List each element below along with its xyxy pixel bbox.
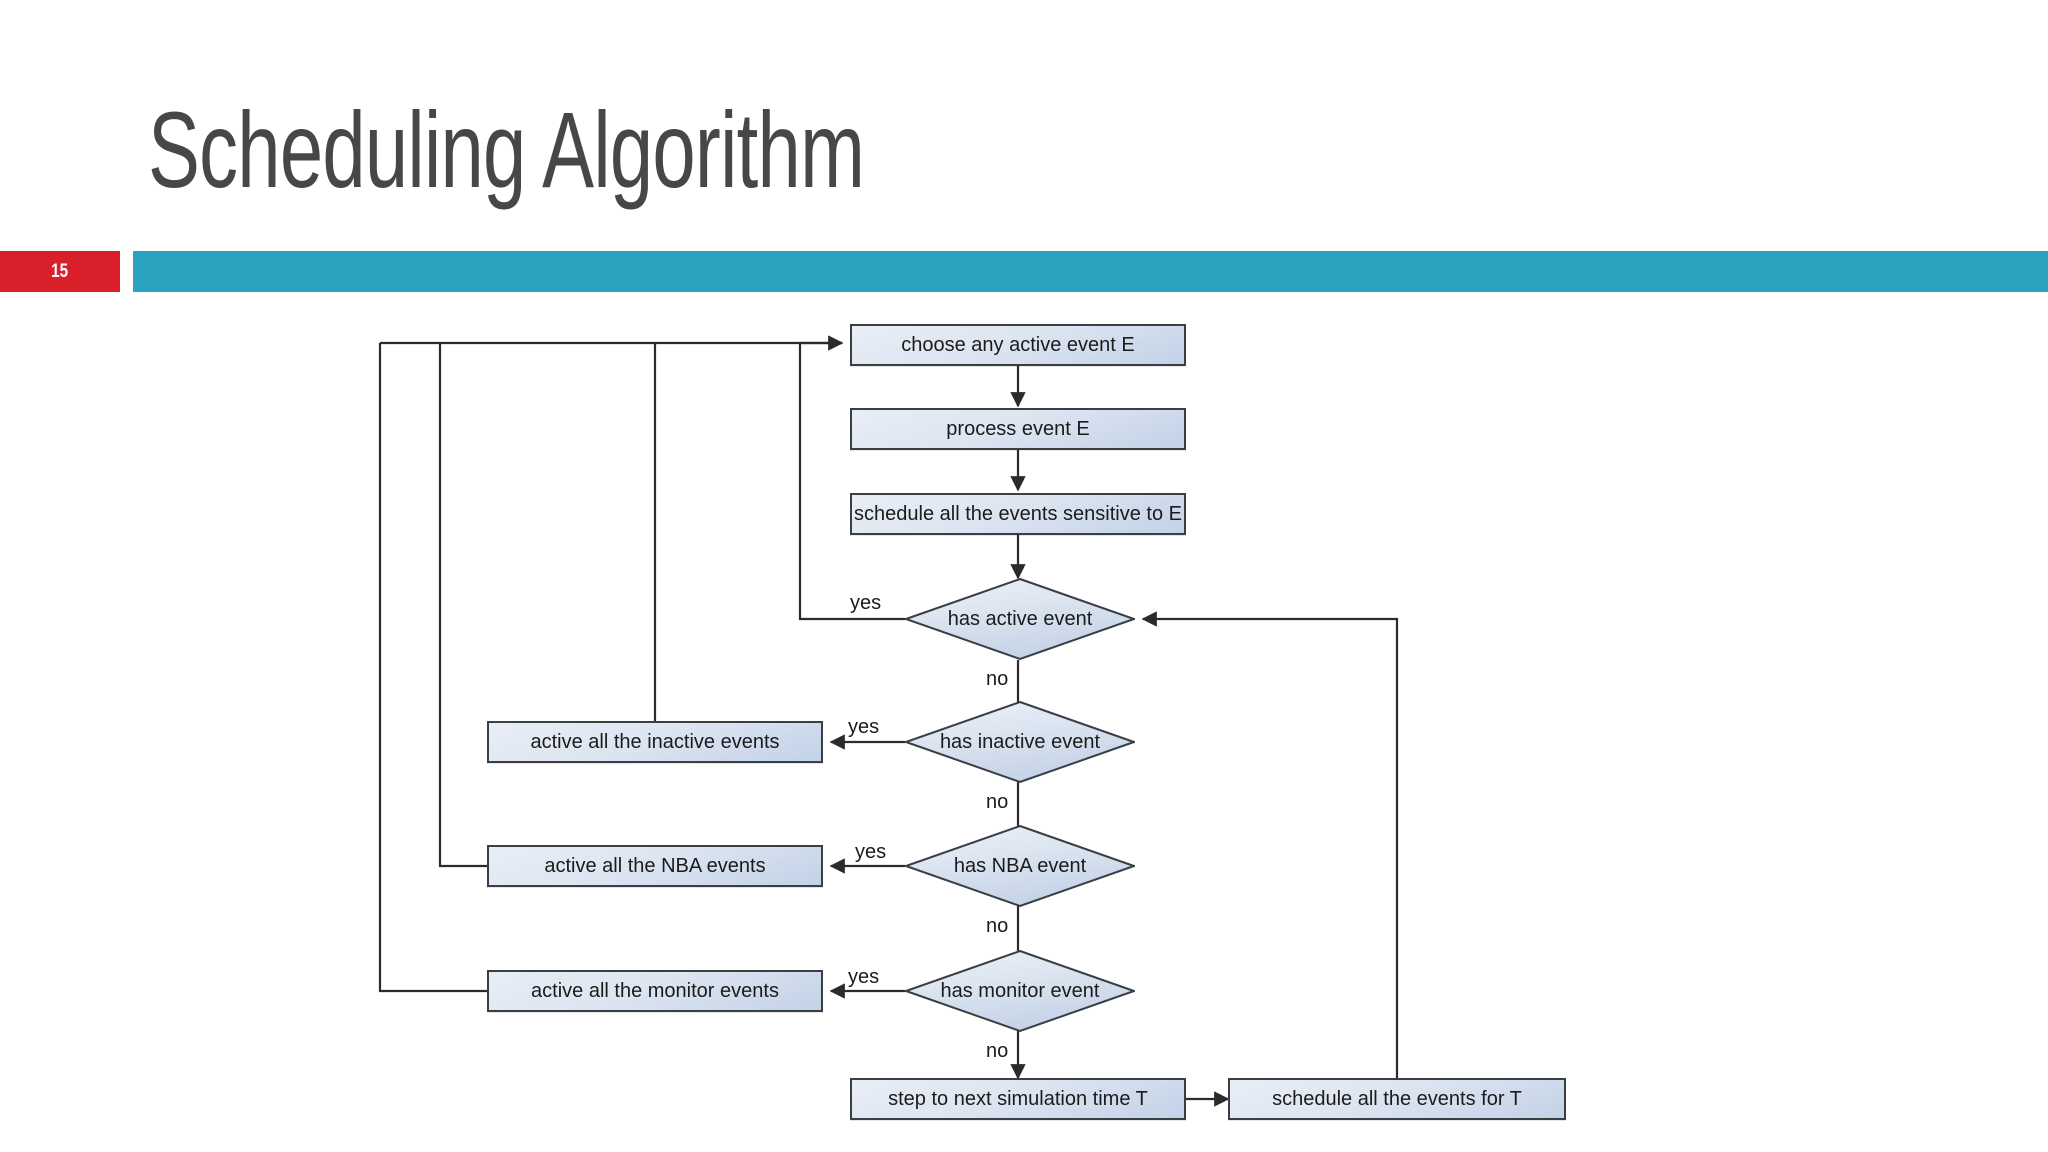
edge-label-yes-has-active-event: yes xyxy=(850,592,882,614)
process-node-active-all-nba-events[interactable]: active all the NBA events xyxy=(487,845,823,887)
process-node-schedule-all-events-for-t[interactable]: schedule all the events for T xyxy=(1228,1078,1566,1120)
edge-label-no-has-monitor-event: no xyxy=(986,1040,1009,1062)
node-label: has monitor event xyxy=(940,979,1100,1002)
edge-nbabox-feedback xyxy=(438,343,487,868)
decision-node-has-monitor-event[interactable]: has monitor event xyxy=(905,950,1135,1032)
node-label: active all the monitor events xyxy=(531,979,779,1002)
edge-hasactive-yes xyxy=(798,335,905,621)
node-label: schedule all the events sensitive to E xyxy=(854,502,1182,525)
node-label: active all the inactive events xyxy=(530,730,780,753)
process-node-active-all-monitor-events[interactable]: active all the monitor events xyxy=(487,970,823,1012)
edge-monitorbox-feedback xyxy=(378,343,487,993)
decision-node-has-active-event[interactable]: has active event xyxy=(905,578,1135,660)
diamond-shape xyxy=(905,578,1135,660)
decision-node-has-inactive-event[interactable]: has inactive event xyxy=(905,701,1135,783)
edge-label-no-has-nba-event: no xyxy=(986,915,1009,937)
node-label: has inactive event xyxy=(939,730,1101,753)
header-accent-bar xyxy=(133,251,2048,292)
process-node-schedule-sensitive-events[interactable]: schedule all the events sensitive to E xyxy=(850,493,1186,535)
edge-label-no-has-active-event: no xyxy=(986,668,1009,690)
edge-label-yes-has-nba-event: yes xyxy=(855,841,887,863)
node-label: has NBA event xyxy=(953,854,1087,877)
node-label: has active event xyxy=(947,607,1093,630)
node-label: active all the NBA events xyxy=(544,854,766,877)
slide-number-badge: 15 xyxy=(0,251,120,292)
edge-schedulefort-feedback xyxy=(1141,611,1399,1078)
process-node-active-all-inactive-events[interactable]: active all the inactive events xyxy=(487,721,823,763)
node-label: schedule all the events for T xyxy=(1272,1087,1522,1110)
edge-label-no-has-inactive-event: no xyxy=(986,791,1009,813)
edge-label-yes-has-inactive-event: yes xyxy=(848,716,880,738)
edge-label-yes-has-monitor-event: yes xyxy=(848,966,880,988)
page-title: Scheduling Algorithm xyxy=(148,89,865,210)
process-node-choose-any-active-event[interactable]: choose any active event E xyxy=(850,324,1186,366)
process-node-step-to-next-simulation-time[interactable]: step to next simulation time T xyxy=(850,1078,1186,1120)
diamond-shape xyxy=(905,950,1135,1032)
diamond-shape xyxy=(905,825,1135,907)
node-label: choose any active event E xyxy=(901,333,1135,356)
process-node-process-event[interactable]: process event E xyxy=(850,408,1186,450)
diamond-shape xyxy=(905,701,1135,783)
decision-node-has-nba-event[interactable]: has NBA event xyxy=(905,825,1135,907)
node-label: process event E xyxy=(946,417,1090,440)
slide-number: 15 xyxy=(51,260,69,282)
node-label: step to next simulation time T xyxy=(888,1087,1148,1110)
